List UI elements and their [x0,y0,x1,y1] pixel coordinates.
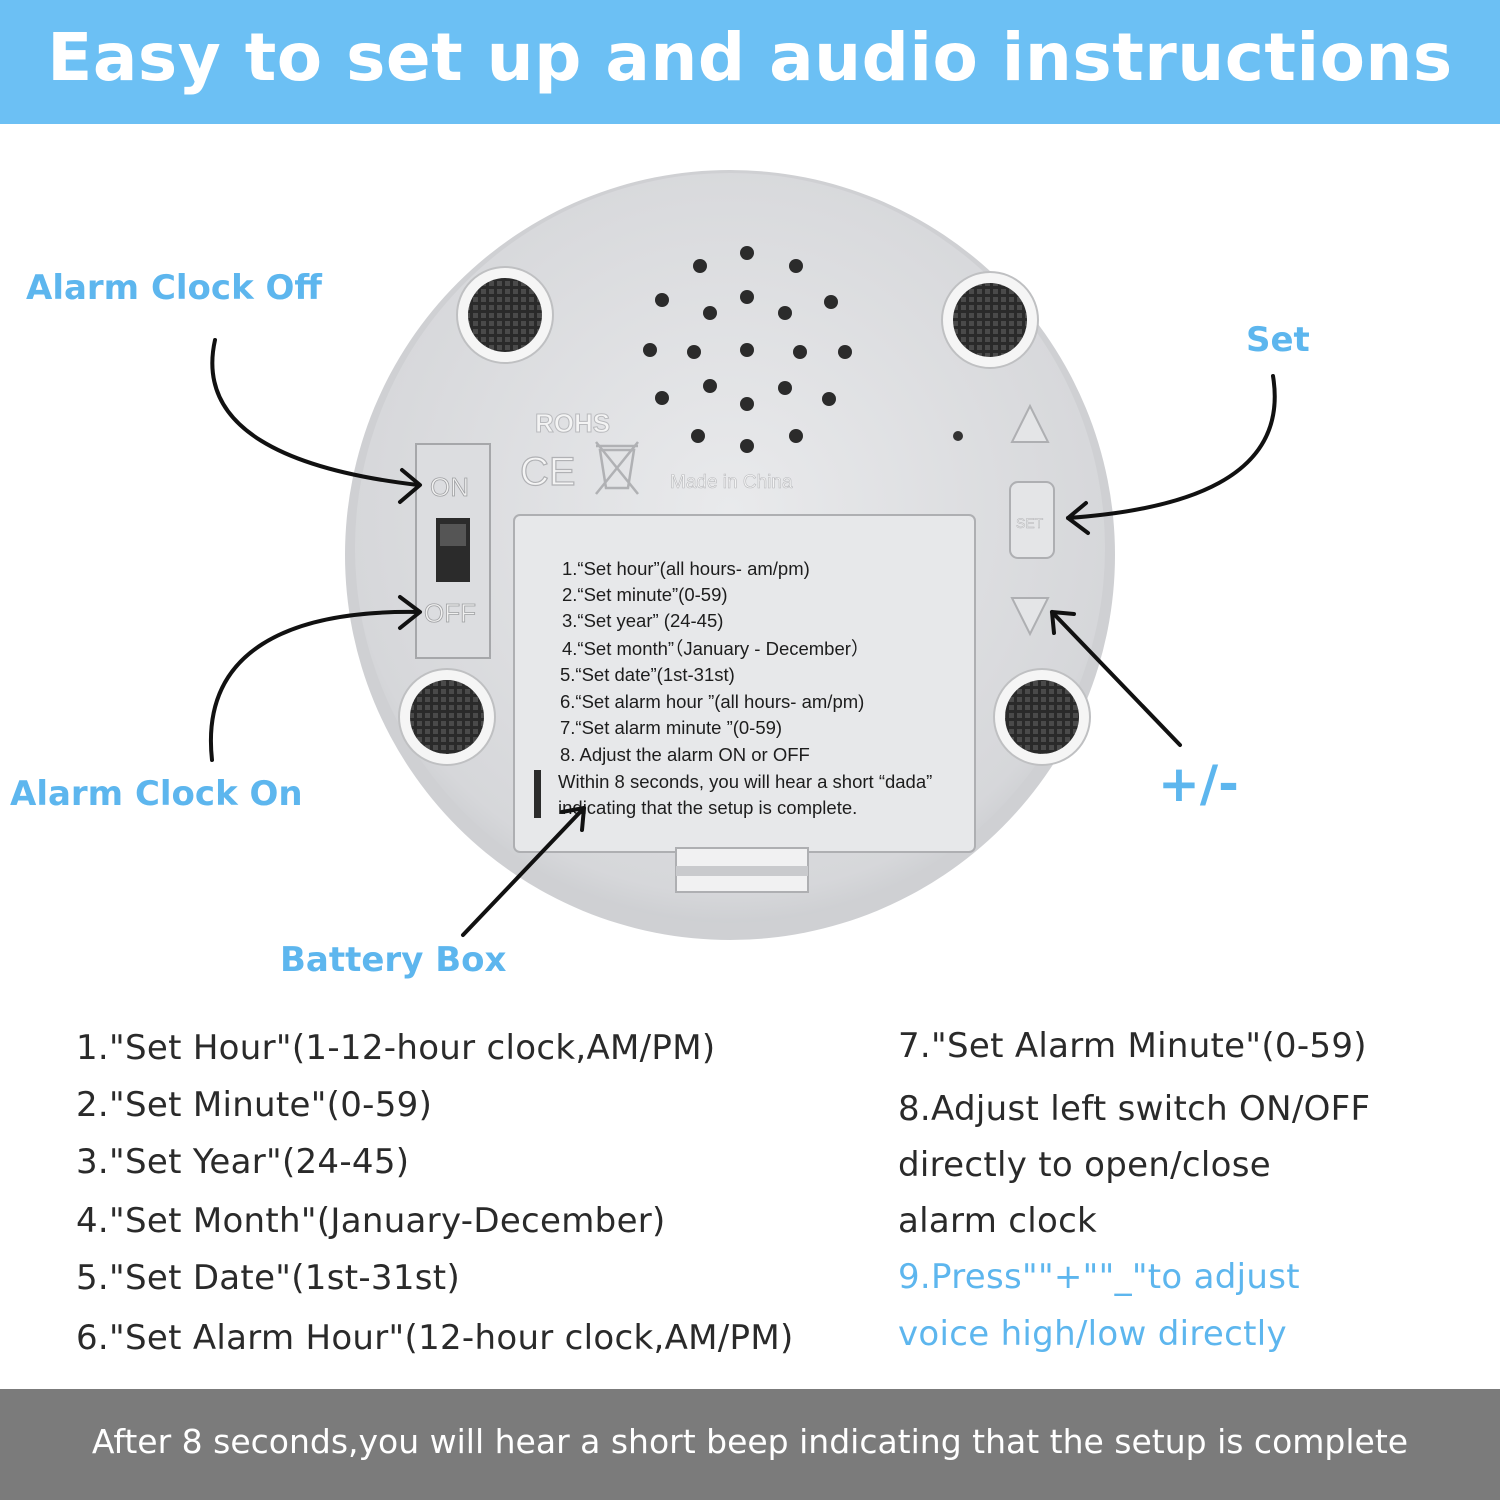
rubber-foot-top-left [456,266,554,364]
rubber-foot-bottom-left [398,668,496,766]
label-line: 4.“Set month”（January - December） [562,638,869,659]
arrow-alarm-off [210,338,420,487]
footer-bar [0,1389,1500,1500]
callout-set: Set [1246,320,1310,360]
step-item: 1."Set Hour"(1-12-hour clock,AM/PM) [76,1028,716,1068]
arrow-plus-minus [1050,610,1182,747]
label-line: Within 8 seconds, you will hear a short … [558,771,932,792]
step-item-highlight: voice high/low directly [898,1314,1287,1354]
switch-off-label: OFF [424,598,476,628]
weee-bin-icon [595,441,639,495]
battery-label-text: 1.“Set hour”(all hours- am/pm) 2.“Set mi… [558,558,932,818]
label-line: 1.“Set hour”(all hours- am/pm) [562,558,810,579]
step-item: alarm clock [898,1201,1098,1241]
set-key-label: SET [1016,515,1044,531]
callout-alarm-clock-off: Alarm Clock Off [26,268,322,308]
battery-box[interactable] [513,514,976,893]
rubber-foot-top-right [941,271,1039,369]
label-line: 2.“Set minute”(0-59) [562,584,728,605]
set-button[interactable]: SET [1009,481,1055,559]
page-title: Easy to set up and audio instructions [47,19,1453,96]
step-item-highlight: 9.Press""+""_"to adjust [898,1257,1300,1297]
arrow-set [1066,374,1277,520]
header-banner [0,0,1500,124]
label-line: 5.“Set date”(1st-31st) [560,664,735,685]
alarm-switch-panel[interactable]: ON OFF [415,443,491,659]
callout-arrows [208,338,1277,937]
callout-alarm-clock-on: Alarm Clock On [10,774,303,814]
made-in-label: Made in China [670,472,793,493]
switch-on-label: ON [430,472,469,502]
plus-button[interactable] [1010,403,1050,443]
label-line: 7.“Set alarm minute ”(0-59) [560,717,782,738]
step-item: 5."Set Date"(1st-31st) [76,1258,461,1298]
step-item: 3."Set Year"(24-45) [76,1142,410,1182]
step-item: 4."Set Month"(January-December) [76,1201,666,1241]
minus-button[interactable] [1010,597,1050,637]
ce-mark: CE [520,450,576,494]
callout-battery-box: Battery Box [280,940,507,980]
speaker-grille [643,246,852,453]
arrow-alarm-on [208,609,420,762]
arrow-battery [461,806,586,937]
label-line: 3.“Set year” (24-45) [562,610,723,631]
label-line: indicating that the setup is complete. [558,797,857,818]
label-line: 6.“Set alarm hour ”(all hours- am/pm) [560,691,864,712]
step-item: 2."Set Minute"(0-59) [76,1085,433,1125]
step-item: 6."Set Alarm Hour"(12-hour clock,AM/PM) [76,1318,794,1358]
rohs-mark: ROHS [535,408,610,438]
callout-plus-minus: +/- [1158,755,1239,813]
step-item: 8.Adjust left switch ON/OFF [898,1089,1371,1129]
step-item: 7."Set Alarm Minute"(0-59) [898,1026,1367,1066]
footer-note: After 8 seconds,you will hear a short be… [91,1422,1409,1461]
label-line: 8. Adjust the alarm ON or OFF [560,744,810,765]
rubber-foot-bottom-right [993,668,1091,766]
step-item: directly to open/close [898,1145,1271,1185]
